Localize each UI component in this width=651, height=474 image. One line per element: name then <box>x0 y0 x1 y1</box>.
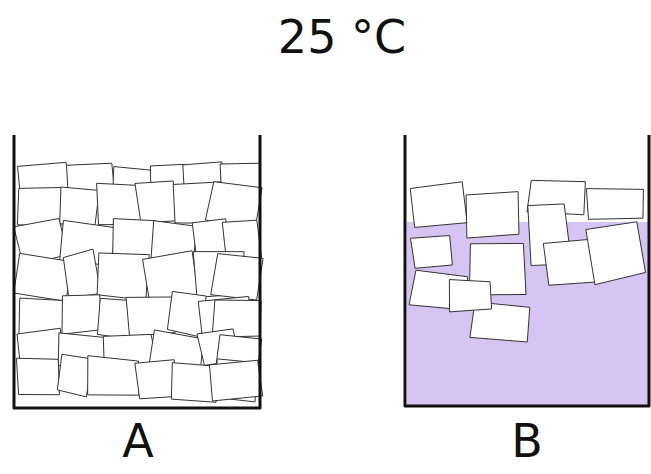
crystal <box>126 297 175 336</box>
crystal <box>586 189 643 220</box>
crystal <box>449 280 491 312</box>
beaker-label: A <box>122 418 153 464</box>
crystals-a <box>14 162 263 402</box>
crystal <box>97 253 149 300</box>
crystal <box>135 181 177 223</box>
crystal <box>16 358 59 394</box>
crystal <box>466 192 519 238</box>
crystal <box>135 360 175 399</box>
purple-solution <box>407 222 648 405</box>
crystal <box>586 222 646 285</box>
crystal <box>209 360 262 401</box>
crystal <box>63 249 100 298</box>
beaker-outline <box>14 135 260 408</box>
crystals-b <box>409 180 645 342</box>
crystal <box>410 182 467 228</box>
crystal <box>57 354 92 397</box>
beaker-outline <box>405 135 649 406</box>
crystal <box>410 236 452 269</box>
temperature-title: 25 °C <box>278 14 406 60</box>
beaker-label: B <box>511 418 543 464</box>
crystal <box>88 356 139 396</box>
crystal <box>14 253 72 301</box>
crystal <box>62 295 102 334</box>
crystal <box>211 254 263 300</box>
